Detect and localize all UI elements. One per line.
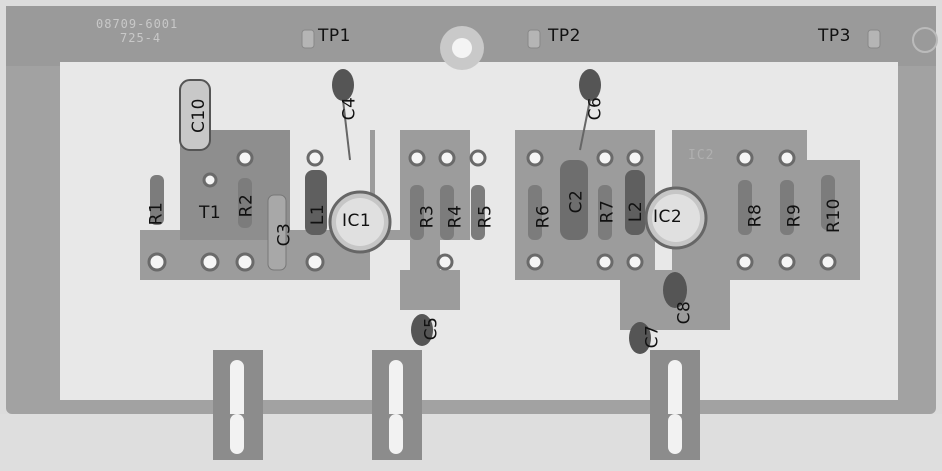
copper-pad-c5 — [400, 270, 460, 310]
cap-leads — [342, 99, 591, 161]
test-point-posts — [301, 29, 881, 49]
c4-label: C4 — [339, 96, 360, 121]
ic2-top — [652, 194, 700, 242]
r3-label: R3 — [417, 204, 438, 229]
tp3-label: TP3 — [818, 26, 851, 46]
ic1-top — [336, 198, 384, 246]
silkscreen-ic2: IC2 — [688, 148, 715, 163]
l1-body — [305, 170, 327, 235]
c2-label: C2 — [566, 189, 587, 214]
ic2-label: IC2 — [653, 207, 683, 227]
corner-hole — [912, 27, 938, 53]
r10-label: R10 — [823, 198, 844, 233]
tp2-label: TP2 — [548, 26, 581, 46]
r9-label: R9 — [784, 203, 805, 228]
board-stamp-part-number: 08709-6001 — [96, 17, 179, 31]
r7-label: R7 — [597, 199, 618, 224]
mounting-hole — [452, 38, 472, 58]
l2-body — [625, 170, 645, 235]
r6-label: R6 — [533, 204, 554, 229]
c7-label: C7 — [642, 324, 663, 349]
r2-label: R2 — [236, 193, 257, 218]
copper-pad-right-c — [760, 160, 860, 280]
c10-body — [179, 79, 211, 151]
r8-label: R8 — [745, 203, 766, 228]
resistor-bodies — [150, 175, 835, 240]
l1-label: L1 — [308, 203, 329, 226]
disc-caps — [332, 69, 687, 354]
c5-label: C5 — [421, 316, 442, 341]
r1-label: R1 — [146, 201, 167, 226]
c2-body — [560, 160, 588, 240]
r4-label: R4 — [445, 204, 466, 229]
solder-holes — [147, 149, 837, 272]
connector-tabs-lower — [213, 414, 700, 460]
c3-body — [267, 194, 287, 271]
c6-label: C6 — [585, 96, 606, 121]
t1-label: T1 — [199, 203, 222, 223]
r5-label: R5 — [475, 204, 496, 229]
board-stamp-revision: 725-4 — [120, 31, 162, 45]
background-bottom — [0, 414, 942, 471]
c10-label: C10 — [189, 97, 210, 134]
ic1-label: IC1 — [342, 211, 372, 231]
c8-label: C8 — [674, 300, 695, 325]
tp1-label: TP1 — [318, 26, 351, 46]
l2-label: L2 — [626, 200, 647, 223]
c3-label: C3 — [274, 222, 295, 247]
